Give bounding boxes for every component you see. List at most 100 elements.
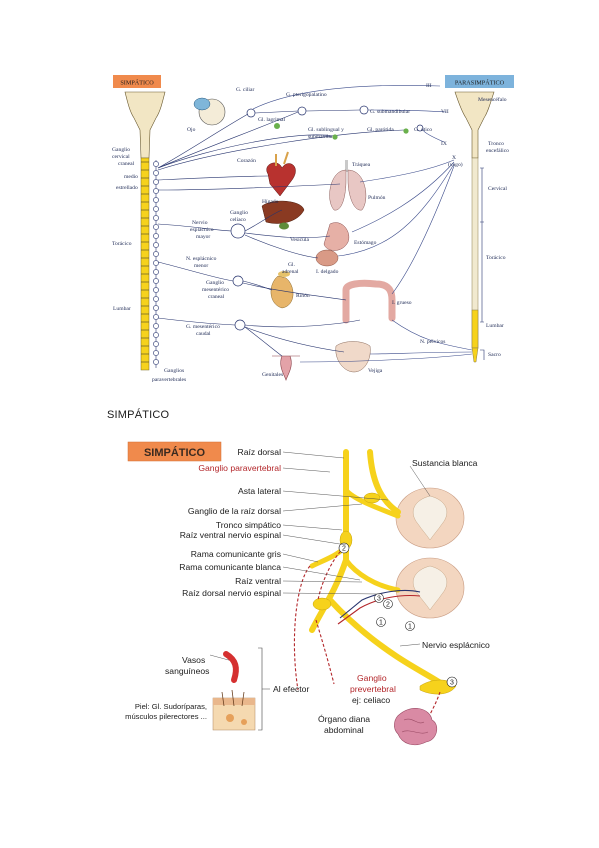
- label-g-mes-inf-a: G. mesentérico: [186, 324, 220, 330]
- label-estrellado: estrellado: [116, 185, 138, 191]
- label-lumbar-left: Lumbar: [113, 306, 131, 312]
- section-heading: SIMPÁTICO: [107, 409, 170, 421]
- heart-icon: [266, 151, 296, 197]
- liver-icon: [261, 200, 305, 230]
- label-g-celiaco-a: Ganglio: [230, 210, 248, 216]
- label-vasos-b: sanguíneos: [165, 666, 209, 676]
- label-tronco-simpatico: Tronco simpático: [216, 520, 281, 530]
- label-gang-parav-a: Ganglios: [164, 368, 184, 374]
- left-spinal-cord: [140, 157, 150, 371]
- label-gl-adrenal-b: adrenal: [282, 269, 299, 275]
- label-g-celiaco-b: celíaco: [230, 217, 246, 223]
- label-piel-b: músculos pilerectores ...: [125, 712, 207, 721]
- label-g-mes-inf-b: caudal: [196, 331, 211, 337]
- label-ganglio-raiz-dorsal: Ganglio de la raíz dorsal: [188, 506, 281, 516]
- label-ix: IX: [441, 141, 447, 147]
- label-nervio-esplacnico: Nervio esplácnico: [422, 640, 490, 650]
- marker-3a: 3: [374, 593, 384, 603]
- svg-text:1: 1: [379, 620, 383, 627]
- label-ganglio-cerv: Ganglio: [112, 147, 130, 153]
- simpatico-badge-2-label: SIMPÁTICO: [144, 446, 206, 459]
- svg-text:3: 3: [450, 680, 454, 687]
- neuron-pathways: [293, 547, 441, 723]
- label-g-mes-sup-c: craneal: [208, 294, 225, 300]
- label-al-efector: Al efector: [273, 684, 309, 694]
- marker-1a: 1: [376, 617, 386, 627]
- label-estomago: Estómago: [354, 240, 377, 246]
- blood-vessel-icon: [223, 651, 239, 683]
- label-lumbar-right: Lumbar: [486, 323, 504, 329]
- label-otico: G. ótico: [414, 127, 432, 133]
- label-x-a: X: [452, 155, 456, 161]
- peripheral-ganglia: [230, 105, 424, 331]
- label-corazon: Corazón: [237, 158, 256, 164]
- marker-1b: 1: [405, 621, 415, 631]
- label-toracico-right: Torácico: [486, 255, 506, 261]
- label-g-mes-sup-b: mesentérico: [202, 287, 229, 293]
- label-ganglio-prev-a: Ganglio: [357, 673, 387, 683]
- label-n-espl-menor-b: menor: [194, 263, 208, 269]
- label-i-delgado: I. delgado: [316, 269, 339, 275]
- label-nervio-espl-b: esplácnico: [190, 227, 214, 233]
- parasimpatico-badge: [445, 75, 514, 88]
- label-genitales: Genitales: [262, 372, 283, 378]
- label-organo-b: abdominal: [324, 725, 364, 735]
- label-rama-gris: Rama comunicante gris: [191, 549, 281, 559]
- eye-icon: [193, 97, 226, 126]
- label-craneal: craneal: [118, 161, 135, 167]
- label-asta-lateral: Asta lateral: [238, 486, 281, 496]
- label-gang-parav-b: paravertebrales: [152, 377, 186, 383]
- label-nervio-espl-c: mayor: [196, 234, 210, 240]
- label-piel-a: Piel: Gl. Sudoríparas,: [135, 702, 207, 711]
- glands: [274, 123, 409, 140]
- genitals-icon: [272, 355, 300, 381]
- label-raiz-ventral-nervio: Raíz ventral nervio espinal: [180, 530, 281, 540]
- right-sacral-taper: [471, 347, 479, 363]
- label-tronco-a: Tronco: [488, 141, 504, 147]
- label-nervio-espl-a: Nervio: [192, 220, 208, 226]
- abdominal-organ-icon: [394, 708, 438, 746]
- label-submaxilar: submaxilar: [308, 134, 333, 140]
- autonomic-system-diagram: SIMPÁTICO PARASIMPÁTICO: [112, 75, 514, 383]
- label-higado: Hígado: [262, 199, 279, 205]
- label-vejiga: Vejiga: [368, 368, 383, 374]
- label-x-b: (vago): [448, 161, 463, 168]
- skin-icon: [212, 689, 256, 731]
- region-bracket: [480, 167, 485, 360]
- simpatico-badge-label: SIMPÁTICO: [120, 79, 154, 87]
- label-vasos-a: Vasos: [182, 655, 205, 665]
- label-ojo: Ojo: [187, 127, 196, 133]
- large-intestine-icon: [342, 279, 396, 324]
- marker-2a: 2: [338, 542, 350, 554]
- label-vii: VII: [441, 109, 449, 115]
- label-g-mes-sup-a: Ganglio: [206, 280, 224, 286]
- nerve-pathways: [157, 85, 473, 363]
- label-n-espl-menor-a: N. esplácnico: [186, 256, 217, 262]
- label-organo-a: Órgano diana: [318, 714, 370, 724]
- label-rama-blanca: Rama comunicante blanca: [179, 562, 281, 572]
- svg-text:1: 1: [408, 624, 412, 631]
- label-rinon: Riñón: [296, 293, 310, 299]
- label-iii: III: [426, 83, 432, 89]
- bladder-icon: [335, 341, 371, 373]
- label-parotida: Gl. parótida: [367, 127, 394, 133]
- svg-text:3: 3: [377, 596, 381, 603]
- label-sustancia-blanca: Sustancia blanca: [412, 458, 478, 468]
- effector-bracket: [258, 647, 270, 731]
- svg-text:2: 2: [386, 602, 390, 609]
- simpatico-badge: [113, 75, 161, 88]
- paravertebral-chain-ticks: [141, 161, 149, 363]
- marker-2b: 2: [383, 599, 393, 609]
- parasimpatico-badge-label: PARASIMPÁTICO: [455, 79, 505, 87]
- label-toracico-left: Torácico: [112, 241, 132, 247]
- paravertebral-ganglia: [153, 160, 159, 368]
- simpatico-badge-2: [127, 441, 222, 462]
- label-lagrimal: Gl. lagrimal: [258, 117, 285, 123]
- spinal-section-upper: [395, 487, 465, 549]
- marker-3b: 3: [446, 676, 458, 688]
- label-cervical: cervical: [112, 154, 130, 160]
- lungs-icon: [329, 160, 367, 211]
- label-pulmon: Pulmón: [368, 195, 386, 201]
- label-sublingual: Gl. sublingual y: [308, 127, 344, 133]
- label-raiz-dorsal: Raíz dorsal: [238, 447, 282, 457]
